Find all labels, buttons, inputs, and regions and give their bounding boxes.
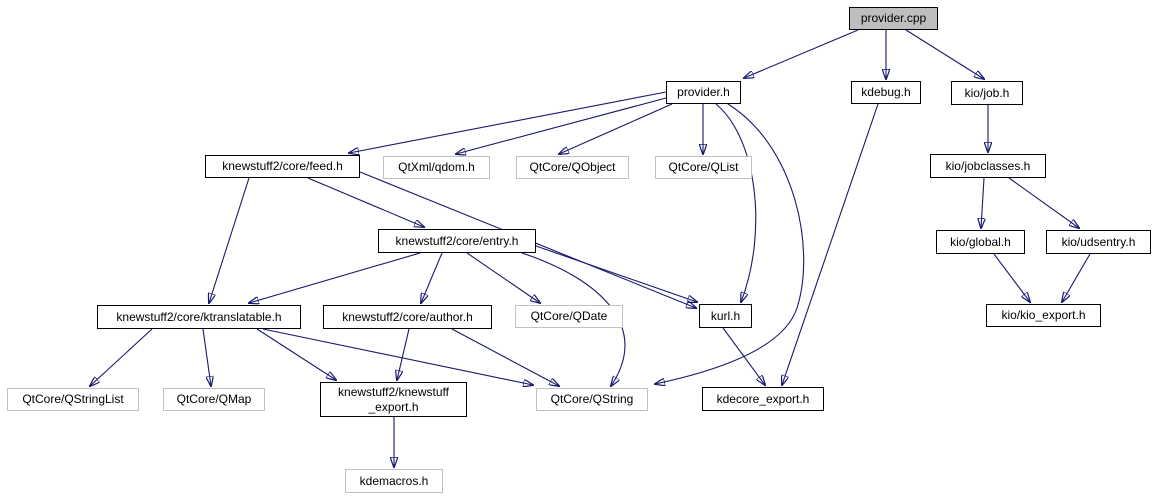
- node-qtcore-qdate: QtCore/QDate: [515, 305, 623, 328]
- node-label: QtCore/QObject: [529, 160, 616, 174]
- edge-jobclasses-to-udsentry-h: [1008, 177, 1079, 228]
- edge-entry-h-to-kurl-h: [535, 245, 697, 302]
- edge-provider-h-to-kurl-h: [715, 103, 757, 302]
- node-qtcore-qstring: QtCore/QString: [536, 388, 648, 411]
- node-qtcore-qmap: QtCore/QMap: [163, 388, 265, 411]
- node-kdemacros-h: kdemacros.h: [345, 469, 443, 493]
- node-label: QtCore/QStringList: [22, 392, 124, 406]
- node-provider-cpp: provider.cpp: [849, 7, 938, 30]
- edge-entry-h-to-ktranslatable: [249, 252, 421, 303]
- node-label: QtCore/QString: [550, 392, 634, 406]
- node-label: knewstuff2/knewstuff _export.h: [338, 384, 449, 414]
- node-label: kio/global.h: [950, 234, 1011, 249]
- node-label: QtCore/QDate: [530, 309, 608, 323]
- node-label: kio/udsentry.h: [1061, 234, 1136, 249]
- edge-provider-h-to-qdom: [456, 97, 667, 154]
- edge-provider-h-to-qobject: [559, 103, 673, 154]
- node-knewstuff2-knewstuff-export-h[interactable]: knewstuff2/knewstuff _export.h: [320, 382, 467, 417]
- node-qtcore-qlist: QtCore/QList: [655, 156, 752, 179]
- node-kdecore-export-h[interactable]: kdecore_export.h: [702, 387, 824, 411]
- node-label: QtCore/QList: [668, 160, 739, 174]
- edge-provider-h-to-qstring: [655, 103, 805, 384]
- node-label: kurl.h: [710, 308, 741, 323]
- node-label: knewstuff2/core/ktranslatable.h: [116, 309, 282, 324]
- edge-ktranslatable-to-qstringlist: [90, 328, 153, 386]
- edge-provider-h-to-feed-h: [349, 91, 667, 153]
- edge-kurl-h-to-kdecore-export: [722, 327, 765, 385]
- node-kdebug-h[interactable]: kdebug.h: [851, 81, 921, 104]
- node-label: knewstuff2/core/feed.h: [222, 159, 343, 173]
- node-knewstuff2-core-feed-h[interactable]: knewstuff2/core/feed.h: [205, 155, 360, 178]
- edge-ktranslatable-to-qstring: [262, 328, 533, 385]
- node-label: kdecore_export.h: [716, 391, 810, 406]
- node-qtxml-qdom-h: QtXml/qdom.h: [383, 156, 490, 179]
- node-kio-global-h[interactable]: kio/global.h: [936, 230, 1025, 254]
- node-kurl-h[interactable]: kurl.h: [699, 304, 752, 328]
- node-label: QtCore/QMap: [176, 392, 252, 406]
- edge-provider-cpp-to-provider-h: [744, 29, 859, 78]
- edge-ktranslatable-to-qmap: [202, 328, 211, 386]
- node-kio-jobclasses-h[interactable]: kio/jobclasses.h: [930, 154, 1046, 178]
- edge-global-h-to-kio-export: [993, 253, 1030, 302]
- edge-entry-h-to-qdate: [466, 252, 540, 303]
- edge-provider-cpp-to-kio-job-h: [905, 29, 984, 79]
- node-label: kio/job.h: [964, 85, 1010, 100]
- edge-author-h-to-qstring: [451, 328, 559, 386]
- edge-feed-h-to-entry-h: [307, 177, 424, 227]
- edge-jobclasses-to-global-h: [981, 177, 984, 228]
- node-label: kdebug.h: [861, 85, 911, 99]
- node-qtcore-qstringlist: QtCore/QStringList: [7, 388, 139, 411]
- edge-kdebug-h-to-kdecore-export: [782, 103, 879, 385]
- node-kio-job-h[interactable]: kio/job.h: [951, 81, 1023, 105]
- edge-author-h-to-knewstuff-export: [397, 328, 410, 380]
- node-qtcore-qobject: QtCore/QObject: [516, 156, 629, 179]
- node-kio-kio-export-h[interactable]: kio/kio_export.h: [986, 304, 1101, 327]
- node-knewstuff2-core-author-h[interactable]: knewstuff2/core/author.h: [323, 305, 492, 329]
- node-label: knewstuff2/core/author.h: [342, 309, 473, 324]
- node-knewstuff2-core-ktranslatable-h[interactable]: knewstuff2/core/ktranslatable.h: [97, 305, 301, 329]
- node-kio-udsentry-h[interactable]: kio/udsentry.h: [1046, 230, 1151, 254]
- node-label: provider.cpp: [860, 11, 927, 25]
- edge-feed-h-to-ktranslatable: [209, 177, 250, 303]
- edge-udsentry-h-to-kio-export: [1062, 253, 1091, 302]
- node-label: QtXml/qdom.h: [398, 160, 475, 174]
- node-label: knewstuff2/core/entry.h: [395, 233, 519, 248]
- node-label: kio/kio_export.h: [1001, 308, 1086, 322]
- node-label: kio/jobclasses.h: [945, 158, 1031, 173]
- node-provider-h[interactable]: provider.h: [666, 81, 741, 104]
- edge-entry-h-to-author-h: [421, 252, 443, 303]
- node-knewstuff2-core-entry-h[interactable]: knewstuff2/core/entry.h: [378, 229, 536, 253]
- edge-ktranslatable-to-knewstuff-export: [256, 328, 336, 380]
- node-label: kdemacros.h: [359, 473, 429, 488]
- node-label: provider.h: [677, 85, 730, 99]
